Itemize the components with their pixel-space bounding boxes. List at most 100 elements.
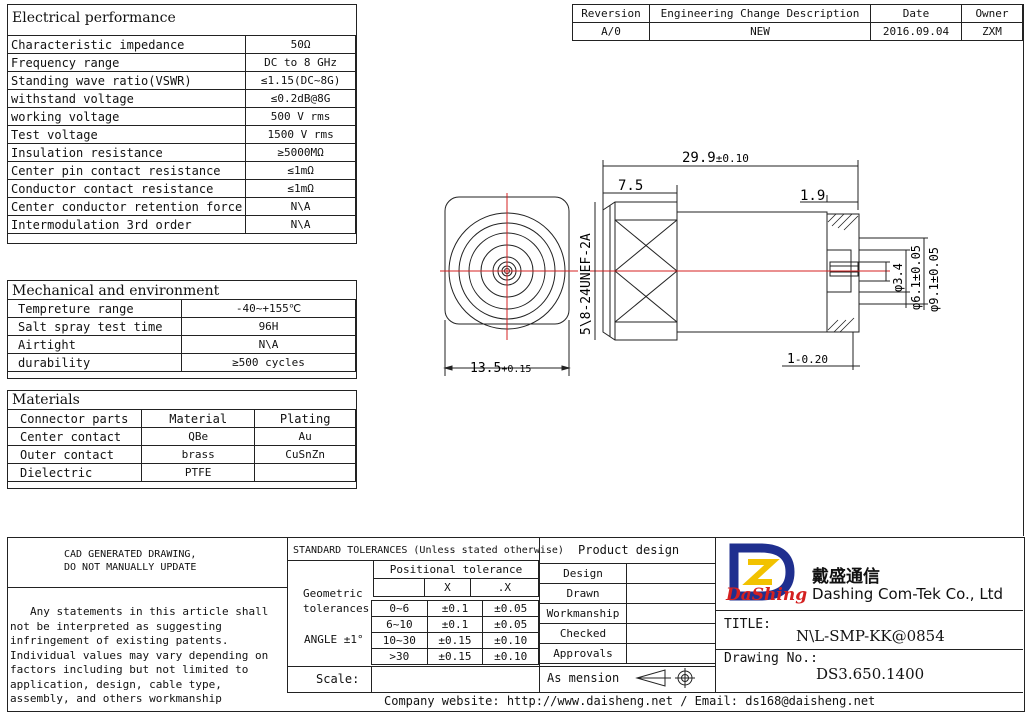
dim-d9-1: φ9.1±0.05: [927, 247, 941, 312]
dimension-lines: [594, 160, 928, 370]
design-role-label: Approvals: [539, 643, 627, 664]
electrical-value: ≤0.2dB@8G: [245, 89, 356, 108]
materials-header: Material: [140, 409, 256, 428]
rev-header-reversion: Reversion: [572, 4, 650, 23]
dim-d6-1: φ6.1±0.05: [909, 245, 923, 310]
electrical-row: Standing wave ratio(VSWR)≤1.15(DC~8G): [6, 71, 356, 90]
mechanical-value: ≥500 cycles: [181, 353, 356, 372]
design-role-value: [626, 563, 716, 584]
projection-symbol-icon: [635, 668, 695, 688]
scale-label: Scale:: [316, 672, 360, 686]
design-role-row: Checked: [539, 623, 716, 644]
rev-value: A/0: [572, 22, 650, 41]
divider-drawingno: [715, 649, 1023, 650]
footer-divider: [287, 692, 1023, 693]
design-role-label: Design: [539, 563, 627, 584]
materials-cell: Au: [254, 427, 356, 446]
electrical-param: withstand voltage: [6, 89, 247, 108]
electrical-value: ≤1mΩ: [245, 161, 356, 180]
tolerance-row: 10~30±0.15±0.10: [371, 632, 539, 649]
tolerance-cell: 10~30: [371, 632, 428, 649]
design-role-value: [626, 603, 716, 624]
electrical-param: Insulation resistance: [6, 143, 247, 162]
mechanical-param: Tempreture range: [7, 299, 182, 318]
electrical-param: Center conductor retention force: [6, 197, 247, 216]
electrical-param: Characteristic impedance: [6, 35, 247, 54]
materials-cell: Center contact: [7, 427, 142, 446]
design-role-label: Workmanship: [539, 603, 627, 624]
electrical-param: Test voltage: [6, 125, 247, 144]
divider-cad: [7, 587, 287, 588]
tolerance-cell: ±0.10: [482, 648, 539, 665]
divider-pd-right: [715, 537, 716, 692]
electrical-param: Conductor contact resistance: [6, 179, 247, 198]
materials-title: Materials: [12, 392, 80, 408]
rev-header-date: Date: [870, 4, 962, 23]
dim-1-9: 1.9: [800, 188, 825, 204]
company-cn: 戴盛通信: [812, 567, 880, 587]
mechanical-row: Tempreture range-40~+155℃: [7, 299, 356, 318]
mechanical-row: durability≥500 cycles: [7, 353, 356, 372]
electrical-title: Electrical performance: [12, 10, 176, 26]
positional-tolerance-label: Positional tolerance: [373, 560, 539, 579]
electrical-value: ≥5000MΩ: [245, 143, 356, 162]
dim-1: 1-0.20: [787, 352, 828, 367]
electrical-row: Insulation resistance≥5000MΩ: [6, 143, 356, 162]
divider-scale: [287, 666, 715, 667]
electrical-value: 500 V rms: [245, 107, 356, 126]
divider-scale-v: [371, 666, 372, 692]
drawing-frame-right: [1023, 4, 1024, 536]
materials-cell: [254, 463, 356, 482]
electrical-value: 1500 V rms: [245, 125, 356, 144]
divider-title: [715, 610, 1023, 611]
electrical-row: Conductor contact resistance≤1mΩ: [6, 179, 356, 198]
design-role-value: [626, 643, 716, 664]
tolerance-cell: 6~10: [371, 616, 428, 633]
tolerance-table: Positional tolerance X .X: [287, 560, 540, 597]
title-value: N\L-SMP-KK@0854: [796, 627, 945, 645]
materials-cell: brass: [140, 445, 256, 464]
logo-script: DaShing: [726, 585, 808, 605]
connector-body: [676, 211, 828, 333]
electrical-param: working voltage: [6, 107, 247, 126]
electrical-param: Frequency range: [6, 53, 247, 72]
end-hatch: [827, 213, 859, 333]
dim-d3-4: φ3.4: [891, 263, 905, 292]
drawing-no-value: DS3.650.1400: [816, 665, 925, 683]
tolerance-cell: ±0.1: [426, 600, 484, 617]
tolerance-cell: ±0.05: [482, 616, 539, 633]
materials-header: Connector parts: [7, 409, 142, 428]
electrical-value: N\A: [245, 197, 356, 216]
design-role-row: Drawn: [539, 583, 716, 604]
design-role-value: [626, 623, 716, 644]
cad-note-2: DO NOT MANUALLY UPDATE: [64, 562, 197, 573]
title-label: TITLE:: [724, 617, 771, 632]
tolerance-cell: ±0.1: [426, 616, 484, 633]
mechanical-value: N\A: [181, 335, 356, 354]
mechanical-param: Airtight: [7, 335, 182, 354]
tolerance-cell: >30: [371, 648, 428, 665]
connector-drawing: 13.5+0.15: [440, 150, 941, 376]
col-x: X: [424, 578, 471, 597]
design-role-value: [626, 583, 716, 604]
tolerance-row: 6~10±0.1±0.05: [371, 616, 539, 633]
electrical-row: Center pin contact resistance≤1mΩ: [6, 161, 356, 180]
rev-desc: NEW: [649, 22, 871, 41]
design-role-row: Workmanship: [539, 603, 716, 624]
mechanical-param: durability: [7, 353, 182, 372]
product-design-label: Product design: [578, 543, 680, 557]
design-role-row: Design: [539, 563, 716, 584]
design-role-label: Drawn: [539, 583, 627, 604]
